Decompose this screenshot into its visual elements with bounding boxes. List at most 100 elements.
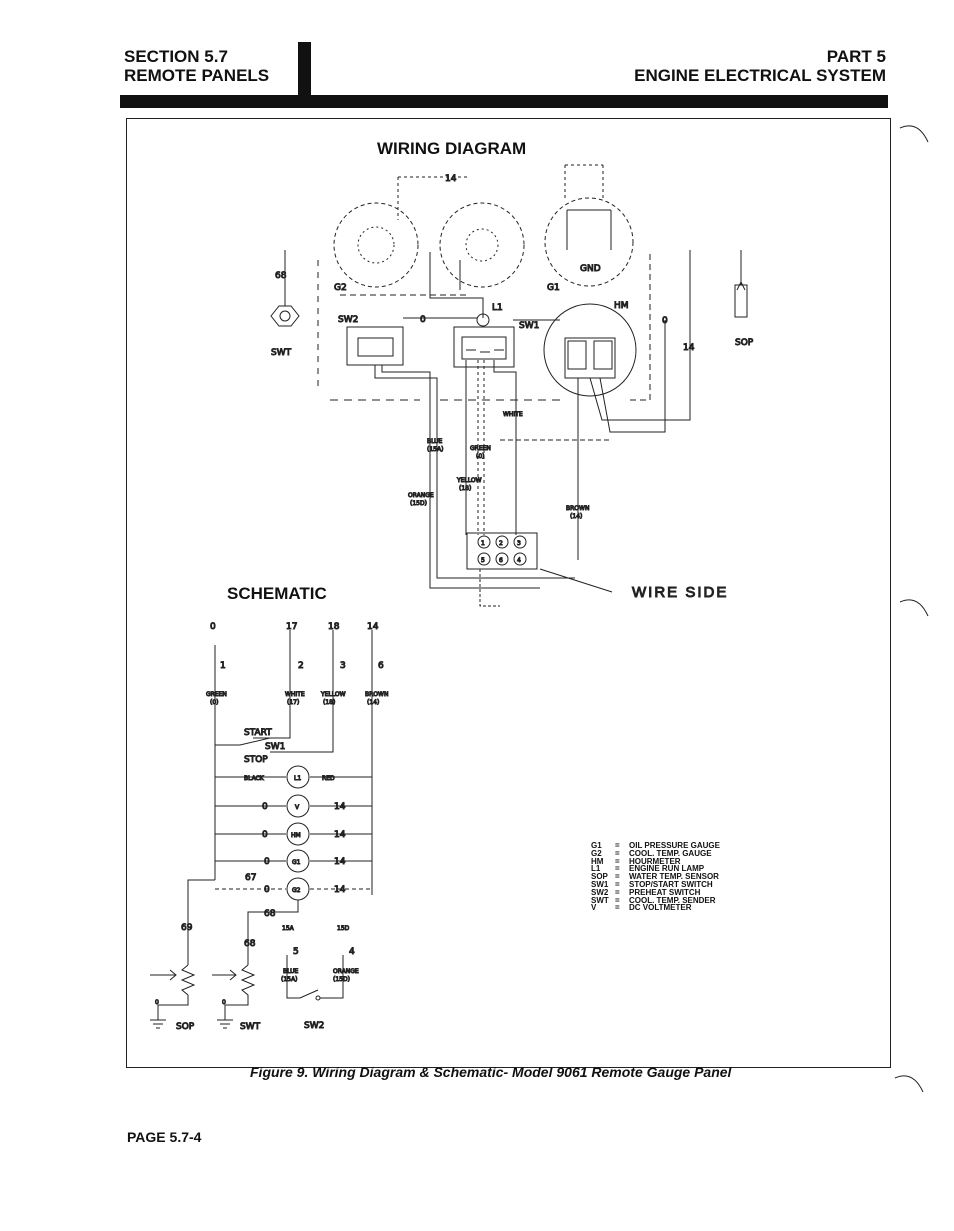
legend-row: SW1=STOP/START SWITCH [591,881,720,889]
schematic: 0 17 18 14 1 2 3 6 GREEN (0) WHITE (17) … [150,622,389,1033]
sch-l1: L1 [294,775,301,782]
sch-zero-1: 0 [262,802,268,812]
label-blue-num: (15A) [427,446,443,453]
legend-row: V=DC VOLTMETER [591,904,720,912]
label-green-num: (0) [476,453,485,460]
component-legend: G1=OIL PRESSURE GAUGE G2=COOL. TEMP. GAU… [591,842,720,912]
label-g1: G1 [547,283,560,293]
sch-green: GREEN [206,691,227,698]
sch-blue-num: (15A) [281,976,297,983]
sw1-contact [215,737,271,746]
pin-4: 4 [517,557,521,564]
legend-code: SWT [591,895,609,905]
sch-node-3: 3 [340,661,346,671]
sch-14-d: 14 [334,885,346,895]
legend-code: SW2 [591,887,609,897]
legend-eq: = [615,841,620,850]
legend-code: SOP [591,872,608,882]
legend-eq: = [615,856,620,866]
header-rule [120,95,888,108]
sch-yellow: YELLOW [320,691,346,698]
page-number: PAGE 5.7-4 [127,1129,202,1145]
legend-desc: HOURMETER [629,856,681,866]
legend-eq: = [615,903,620,913]
figure-frame [126,118,891,1068]
sch-ground-0a: 0 [155,999,159,1006]
sch-brown-num: (14) [367,699,379,706]
label-sop: SOP [735,338,754,348]
legend-desc: COOL. TEMP. SENDER [629,895,716,905]
sch-wire-68: 68 [264,909,276,919]
margin-mark [894,1075,924,1093]
gauge-voltmeter [544,197,634,287]
label-orange-num: (15D) [410,500,427,507]
sch-wire-67: 67 [245,873,256,883]
meter-row-g2 [215,877,372,965]
sch-hm: HM [291,832,301,839]
label-wire-0b: 0 [662,316,668,326]
sch-ground-0b: 0 [222,999,226,1006]
pin-6: 6 [499,557,503,564]
sch-g1: G1 [292,859,301,866]
legend-code: SW1 [591,879,609,889]
sch-orange-num: (15D) [333,976,350,983]
legend-desc: ENGINE RUN LAMP [629,864,705,874]
legend-row: L1=ENGINE RUN LAMP [591,865,720,873]
meter-row-v [215,794,372,818]
label-wire-14-top: 14 [445,174,457,184]
legend-eq: = [615,848,620,858]
sch-white: WHITE [285,691,305,698]
label-brown: BROWN [566,505,589,512]
label-white: WHITE [503,411,523,418]
legend-row: HM = HOURMETER [591,856,720,866]
sch-yellow-num: (18) [323,699,335,706]
label-brown-num: (14) [570,513,582,520]
label-yellow-num: (18) [459,485,471,492]
label-sw1: SW1 [519,321,539,331]
wiring-diagram-title: WIRING DIAGRAM [377,139,527,158]
legend-eq: = [615,872,620,882]
sch-top-14: 14 [367,622,379,632]
legend-eq: = [615,895,620,905]
section-header: SECTION 5.7 REMOTE PANELS [124,47,269,85]
part-number: PART 5 [826,47,886,66]
label-sw2: SW2 [338,315,358,325]
sch-zero-3: 0 [264,857,270,867]
sch-node-6: 6 [378,661,384,671]
legend-code: V [591,903,597,913]
sch-start: START [244,728,272,738]
sch-15d: 15D [337,925,350,932]
schematic-title: SCHEMATIC [227,584,327,603]
label-blue: BLUE [427,438,443,445]
legend-code: HM [591,856,604,866]
header-vertical-bar [298,42,311,100]
sch-orange: ORANGE [333,968,359,975]
sch-white-num: (17) [287,699,299,706]
label-green: GREEN [470,445,491,452]
sch-node-2: 2 [298,661,304,671]
sch-node-5: 5 [293,947,299,957]
gauge-g2 [333,202,419,288]
sch-top-0: 0 [210,622,216,632]
label-wire-14-right: 14 [683,343,695,353]
legend-eq: = [615,879,620,889]
gauge-g1 [439,202,525,288]
label-g2: G2 [334,283,347,293]
sch-node-1: 1 [220,661,226,671]
sch-top-18: 18 [328,622,340,632]
legend-row: G1=OIL PRESSURE GAUGE [591,842,720,850]
legend-eq: = [615,864,620,874]
connector-plug [466,532,613,607]
sch-14-b: 14 [334,830,346,840]
legend-row: G2=COOL. TEMP. GAUGE [591,848,720,858]
meter-row-l1 [215,765,372,789]
sch-g2: G2 [292,887,301,894]
label-wire-0a: 0 [420,315,426,325]
sch-blue: BLUE [283,968,299,975]
swt-resistor [224,964,256,1020]
sch-red: RED [322,775,335,782]
sch-zero-4: 0 [264,885,270,895]
label-orange: ORANGE [408,492,434,499]
sch-14-a: 14 [334,802,346,812]
